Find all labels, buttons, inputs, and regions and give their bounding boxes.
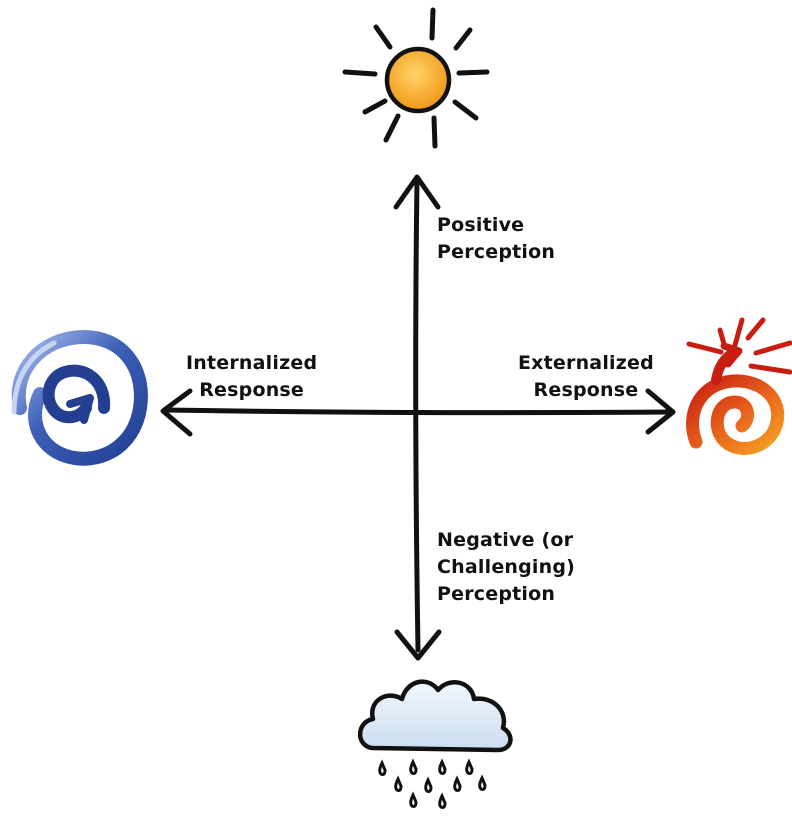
- horizontal-axis-line: [163, 407, 673, 416]
- right-arrowhead: [645, 388, 676, 435]
- internal-label-line-2: Response: [199, 379, 305, 401]
- rain-cloud-icon: [357, 679, 513, 809]
- external-label-line-1: Externalized: [518, 352, 654, 374]
- vertical-axis-line: [413, 177, 421, 653]
- positive-label-line-1: Positive: [437, 214, 525, 236]
- internalized-response-label: Internalized Response: [186, 350, 317, 404]
- vertical-axis: [393, 174, 442, 661]
- sun-icon: [342, 7, 490, 149]
- negative-label-line-2: Challenging): [437, 556, 576, 578]
- left-arrowhead: [160, 388, 193, 437]
- horizontal-axis: [160, 388, 676, 437]
- negative-perception-label: Negative (or Challenging) Perception: [437, 527, 575, 608]
- down-arrowhead: [394, 629, 442, 661]
- internal-label-line-1: Internalized: [186, 352, 318, 374]
- inward-spiral-icon: [11, 329, 148, 466]
- negative-label-line-3: Perception: [437, 583, 556, 605]
- positive-perception-label: Positive Perception: [437, 212, 555, 266]
- positive-label-line-2: Perception: [437, 241, 556, 263]
- up-arrowhead: [393, 174, 441, 210]
- negative-label-line-1: Negative (or: [437, 529, 574, 551]
- externalized-response-label: Externalized Response: [518, 350, 654, 404]
- outward-burst-spiral-icon: [686, 317, 792, 455]
- external-label-line-2: Response: [533, 379, 639, 401]
